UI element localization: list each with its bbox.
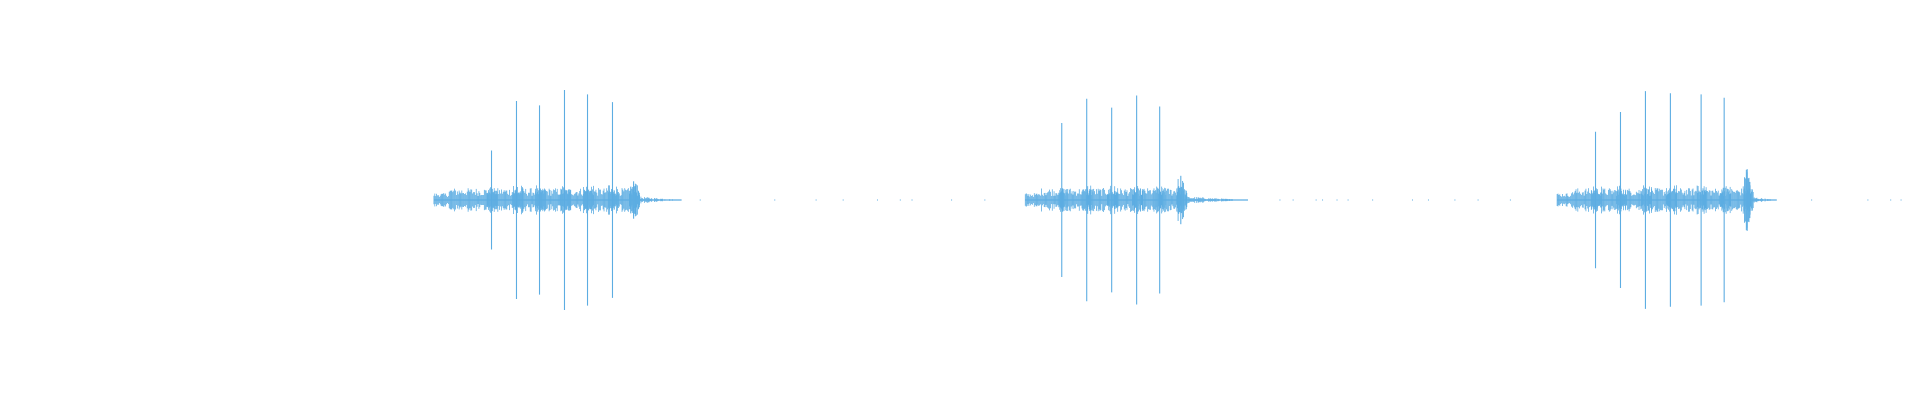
waveform-silence-dot bbox=[984, 199, 986, 201]
waveform-silence-dot bbox=[1292, 199, 1294, 201]
waveform-silence-dot bbox=[1811, 199, 1813, 201]
waveform-silence-dot bbox=[1427, 199, 1429, 201]
waveform-silence-dot bbox=[1454, 199, 1456, 201]
waveform-silence-dot bbox=[911, 199, 913, 201]
waveform-silence-dot bbox=[951, 199, 953, 201]
waveform-silence-dot bbox=[1900, 199, 1902, 201]
waveform-silence-dot bbox=[1477, 199, 1479, 201]
waveform-silence-dot bbox=[899, 199, 901, 201]
waveform-silence-dot bbox=[842, 199, 844, 201]
waveform-silence-dot bbox=[1776, 199, 1777, 201]
waveform-silence-dot bbox=[1372, 199, 1374, 201]
waveform-silence-dot bbox=[1279, 199, 1281, 201]
waveform-silence-dot bbox=[1867, 199, 1869, 201]
waveform-silence-dot bbox=[1411, 199, 1413, 201]
waveform-marks bbox=[433, 90, 1902, 310]
waveform-silence-dot bbox=[815, 199, 817, 201]
waveform-silence-dot bbox=[1890, 199, 1892, 201]
waveform-silence-dot bbox=[774, 199, 776, 201]
waveform-silence-dot bbox=[1315, 199, 1317, 201]
waveform-silence-dot bbox=[876, 199, 878, 201]
waveform-silence-dot bbox=[699, 199, 701, 201]
waveform-silence-dot bbox=[1336, 199, 1338, 201]
waveform-silence-dot bbox=[1322, 199, 1324, 201]
waveform-silence-dot bbox=[1347, 199, 1349, 201]
waveform-silence-dot bbox=[1509, 199, 1511, 201]
